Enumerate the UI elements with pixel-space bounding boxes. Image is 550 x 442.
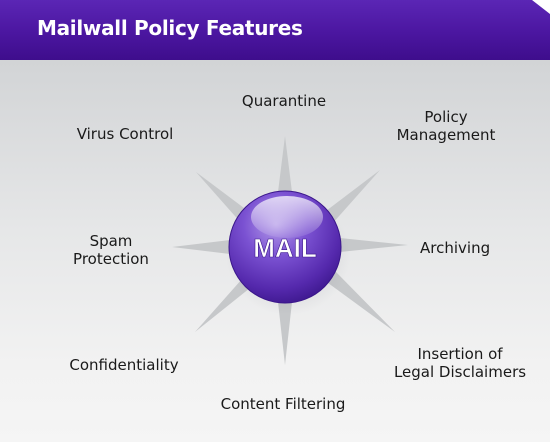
feature-archiving: Archiving [420, 239, 491, 257]
feature-virus-control: Virus Control [76, 125, 174, 143]
feature-content-filtering: Content Filtering [220, 395, 346, 413]
feature-spam-protection: Spam Protection [73, 232, 149, 268]
ray-content-filtering [278, 302, 292, 365]
header-corner-notch [532, 0, 550, 14]
ray-spam-protection [172, 240, 230, 254]
panel-title: Mailwall Policy Features [37, 16, 303, 40]
ray-quarantine [278, 136, 292, 192]
feature-confidentiality: Confidentiality [69, 356, 179, 374]
feature-legal-disclaimers: Insertion of Legal Disclaimers [393, 345, 527, 381]
hub-highlight [251, 196, 323, 238]
ray-archiving [340, 238, 408, 252]
ray-policy-management [322, 170, 380, 224]
ray-virus-control [196, 172, 252, 224]
diagram-area: MAIL Quarantine Policy Management Archiv… [0, 60, 550, 442]
ray-legal-disclaimers [324, 270, 395, 332]
feature-quarantine: Quarantine [241, 92, 327, 110]
hub-label: MAIL [253, 233, 317, 263]
header-bar: Mailwall Policy Features [0, 0, 550, 60]
feature-policy-management: Policy Management [396, 108, 496, 144]
hub-diagram: MAIL [172, 136, 408, 365]
